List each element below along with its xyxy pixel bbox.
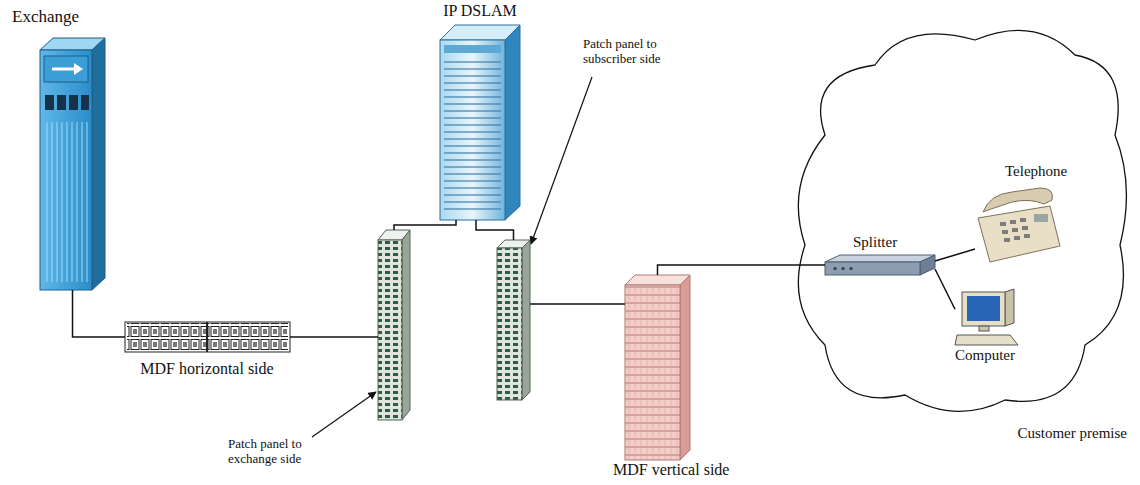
patch-panel-rack — [378, 230, 410, 420]
splitter-box — [825, 262, 920, 275]
exchange-cabinet — [40, 38, 105, 290]
cable-line — [530, 303, 625, 305]
telephone-icon — [1004, 238, 1010, 242]
mdf-vertical-frame — [680, 275, 690, 460]
splitter-box — [841, 267, 844, 270]
premise-cloud: Customer premiseSplitterTelephoneCompute… — [785, 15, 1135, 420]
telephone-icon — [1022, 226, 1028, 230]
dslam-server — [440, 40, 505, 220]
computer-icon — [962, 292, 1005, 326]
dslam-server — [505, 25, 520, 220]
splitter-box — [825, 255, 935, 262]
exchange-cabinet — [81, 95, 89, 110]
mdf-vertical-frame — [625, 275, 690, 285]
exchange-cabinet — [69, 95, 78, 110]
exchange-cabinet — [52, 68, 76, 71]
computer-icon — [955, 289, 1018, 345]
computer-icon — [979, 326, 989, 331]
node-label: Computer — [955, 347, 1015, 364]
device-node: Splitter — [825, 255, 935, 275]
device-node: Patch panel to subscriber side — [497, 240, 530, 400]
telephone-icon — [1034, 214, 1048, 222]
leader-arrow — [312, 77, 592, 437]
node-label: Customer premise — [1017, 425, 1127, 442]
device-node: MDF horizontal side — [125, 322, 290, 352]
device-node: Computer — [955, 290, 1020, 345]
cable-line — [476, 220, 514, 240]
exchange-cabinet — [45, 95, 54, 110]
telephone-icon — [1024, 234, 1030, 238]
cable-line — [935, 249, 975, 261]
telephone-icon — [1012, 228, 1018, 232]
device-node: Exchange — [40, 35, 105, 290]
mdf-horizontal-block — [127, 323, 288, 351]
dslam-server — [444, 45, 501, 53]
mdf-vertical-frame — [625, 275, 690, 460]
node-label: MDF horizontal side — [140, 360, 273, 378]
mdf-horizontal-block — [125, 322, 290, 352]
device-node: Telephone — [975, 185, 1060, 265]
telephone-icon — [1014, 236, 1020, 240]
node-label: Splitter — [853, 234, 897, 251]
patch-panel-rack — [378, 240, 402, 420]
node-label: Patch panel to subscriber side — [583, 37, 683, 67]
splitter-box — [825, 255, 935, 275]
patch-panel-rack — [522, 240, 530, 400]
device-node: Patch panel to exchange side — [378, 230, 410, 420]
device-node: IP DSLAM — [440, 25, 520, 220]
exchange-cabinet — [40, 50, 92, 290]
computer-icon — [1005, 289, 1014, 326]
mdf-vertical-frame — [625, 285, 680, 460]
computer-icon — [967, 296, 1000, 321]
node-label: MDF vertical side — [613, 461, 729, 479]
patch-panel-rack — [497, 240, 530, 400]
exchange-cabinet — [44, 122, 88, 282]
node-label: IP DSLAM — [443, 2, 517, 20]
telephone-icon — [978, 206, 1060, 262]
mdf-horizontal-block — [206, 322, 208, 352]
telephone-icon — [983, 188, 1053, 212]
cable-line — [290, 336, 378, 338]
exchange-cabinet — [57, 95, 66, 110]
computer-icon — [955, 335, 1018, 345]
patch-panel-rack — [497, 248, 522, 400]
cable-line — [394, 220, 456, 230]
leader-arrow — [312, 392, 376, 437]
exchange-cabinet — [92, 38, 105, 290]
exchange-cabinet — [44, 56, 88, 82]
node-label: Telephone — [1005, 163, 1067, 180]
cloud-outline — [798, 30, 1126, 411]
dslam-server — [444, 58, 501, 214]
telephone-icon — [1000, 222, 1006, 226]
telephone-icon — [1002, 230, 1008, 234]
node-label: Exchange — [12, 7, 79, 27]
telephone-icon — [1020, 218, 1026, 222]
dslam-server — [440, 25, 520, 220]
cable-line — [73, 290, 126, 337]
telephone-icon — [978, 188, 1060, 262]
node-label: Patch panel to exchange side — [228, 437, 328, 467]
mdf-horizontal-block — [125, 322, 290, 352]
leader-arrow — [531, 77, 592, 244]
patch-panel-rack — [402, 230, 410, 420]
exchange-cabinet — [74, 63, 83, 75]
cable-line — [935, 269, 955, 309]
device-node: MDF vertical side — [625, 275, 690, 460]
splitter-box — [833, 267, 836, 270]
splitter-box — [849, 267, 852, 270]
splitter-box — [920, 255, 935, 275]
telephone-icon — [1010, 220, 1016, 224]
